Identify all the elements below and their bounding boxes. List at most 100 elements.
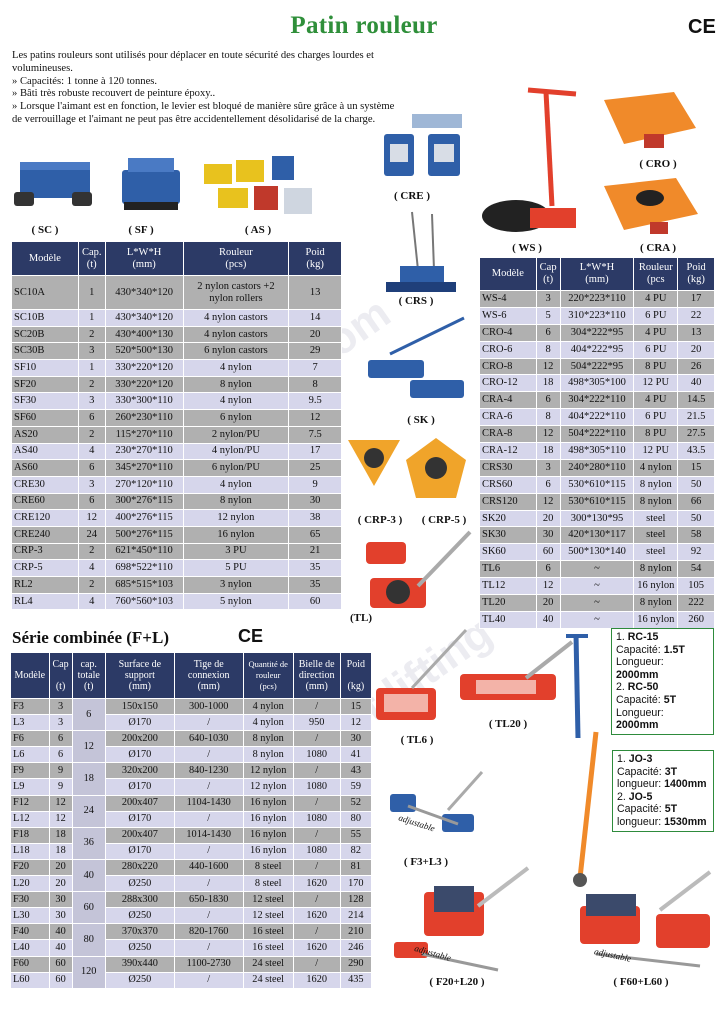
cro-photo — [604, 92, 696, 148]
cell-weight: 82 — [339, 842, 373, 860]
cell-roller: steel — [633, 509, 679, 528]
cell-weight: 14.5 — [677, 391, 715, 410]
cell-cap: 3 — [77, 342, 106, 361]
cell-bielle: 1080 — [292, 746, 341, 764]
cell-qty: 4 nylon — [242, 714, 294, 732]
cell-weight: 29 — [288, 342, 342, 361]
cell-cap: 3 — [48, 714, 73, 732]
cra-label: ( CRA ) — [639, 242, 677, 254]
cell-weight: 43.5 — [677, 442, 715, 460]
cell-bielle: / — [292, 762, 341, 780]
header-label: Rouleur — [218, 246, 253, 258]
cell-qty: 8 steel — [242, 875, 294, 893]
cell-roller: 4 nylon — [633, 458, 679, 477]
cell-model: CRA-12 — [479, 442, 537, 460]
cell-cap: 30 — [535, 526, 561, 545]
crs-label: ( CRS ) — [398, 295, 434, 307]
cell-weight: 12 — [339, 714, 373, 732]
col-qty: Quantité de rouleur(pcs) — [242, 652, 294, 699]
cell-dimensions: 240*280*110 — [559, 458, 635, 477]
cell-roller-line: 2 nylon castors +2 — [197, 280, 275, 292]
cell-model: CRE240 — [11, 525, 79, 544]
cell-weight: 128 — [339, 891, 373, 909]
cell-roller: 8 nylon — [633, 594, 679, 612]
cell-model: CRO-12 — [479, 374, 537, 393]
cell-weight: 15 — [677, 458, 715, 477]
cell-weight: 105 — [677, 577, 715, 596]
cell-dimensions: 270*120*110 — [104, 475, 184, 494]
cell-model: L20 — [10, 875, 50, 893]
cell-qty: 8 nylon — [242, 746, 294, 764]
cre-label: ( CRE ) — [393, 190, 431, 202]
cell-rod: 1104-1430 — [173, 794, 244, 812]
tl6-label: ( TL6 ) — [400, 734, 434, 746]
cell-weight: 170 — [339, 875, 373, 893]
cell-cap: 12 — [535, 492, 561, 511]
cell-model: WS-4 — [479, 290, 537, 308]
cell-surface: 150x150 — [104, 697, 175, 716]
header-label: Poid — [686, 262, 706, 273]
cell-weight: 40 — [677, 374, 715, 393]
cell-cap: 60 — [48, 971, 73, 989]
cell-cap: 6 — [535, 323, 561, 342]
jo-value: 5T — [664, 803, 678, 816]
header-label: Poid — [305, 246, 325, 258]
sk-photo — [368, 316, 465, 398]
cell-cap: 4 — [77, 559, 106, 577]
cell-weight: 81 — [339, 858, 373, 877]
cell-model: CRO-6 — [479, 340, 537, 359]
cell-model: F20 — [10, 858, 50, 877]
tl-photo — [366, 530, 472, 608]
cell-model: L30 — [10, 907, 50, 925]
jo-line: longueur: 1400mm — [617, 778, 709, 791]
cell-weight: 13 — [288, 275, 342, 310]
tl6-photo — [376, 628, 468, 720]
cell-dimensions: 430*340*120 — [104, 309, 184, 327]
cell-cap: 12 — [48, 794, 73, 812]
cell-rod: 1100-2730 — [173, 955, 244, 973]
cell-cap: 60 — [48, 955, 73, 973]
sc-label: ( SC ) — [31, 224, 59, 236]
ce-mark: CE — [688, 16, 716, 38]
cell-model: CRS120 — [479, 492, 537, 511]
intro-bullet: » Capacités: 1 tonne à 120 tonnes. — [12, 75, 158, 87]
cell-dimensions: 304*222*110 — [559, 391, 635, 410]
cell-dimensions: 698*522*110 — [104, 559, 184, 577]
cell-cap: 6 — [535, 391, 561, 410]
col-rod: Tige de connexion(mm) — [173, 652, 244, 699]
cell-model: CRE30 — [11, 475, 79, 494]
cell-bielle: / — [292, 697, 341, 716]
cell-qty: 16 nylon — [242, 842, 294, 860]
cell-rod: / — [173, 939, 244, 957]
cell-rod: 840-1230 — [173, 762, 244, 780]
cell-cap: 9 — [48, 762, 73, 780]
header-unit: (t) — [55, 681, 66, 692]
intro-bullet: » Bâti très robuste recouvert de peintur… — [12, 88, 216, 100]
header-unit: (mm) — [197, 681, 220, 692]
rc-line: Longueur: 2000mm — [616, 707, 709, 732]
intro-bullet: » Lorsque l'aimant est en fonction, le l… — [12, 101, 395, 125]
jo-line: 1. JO-3 — [617, 753, 709, 766]
cell-qty: 16 nylon — [242, 794, 294, 812]
cell-cap: 2 — [77, 542, 106, 561]
cell-model: SK60 — [479, 543, 537, 562]
tl20-label: ( TL20 ) — [488, 718, 528, 730]
intro-line: Les patins rouleurs sont utilisés pour d… — [12, 50, 374, 74]
cell-roller: 4 PU — [633, 391, 679, 410]
cell-roller: 6 PU — [633, 408, 679, 427]
cell-rod: 650-1830 — [173, 891, 244, 909]
cell-cap: 3 — [48, 697, 73, 716]
cell-model: TL40 — [479, 610, 537, 629]
cell-dimensions: 685*515*103 — [104, 576, 184, 594]
cell-dimensions: ~ — [559, 560, 635, 579]
cell-surface: 320x200 — [104, 762, 175, 780]
